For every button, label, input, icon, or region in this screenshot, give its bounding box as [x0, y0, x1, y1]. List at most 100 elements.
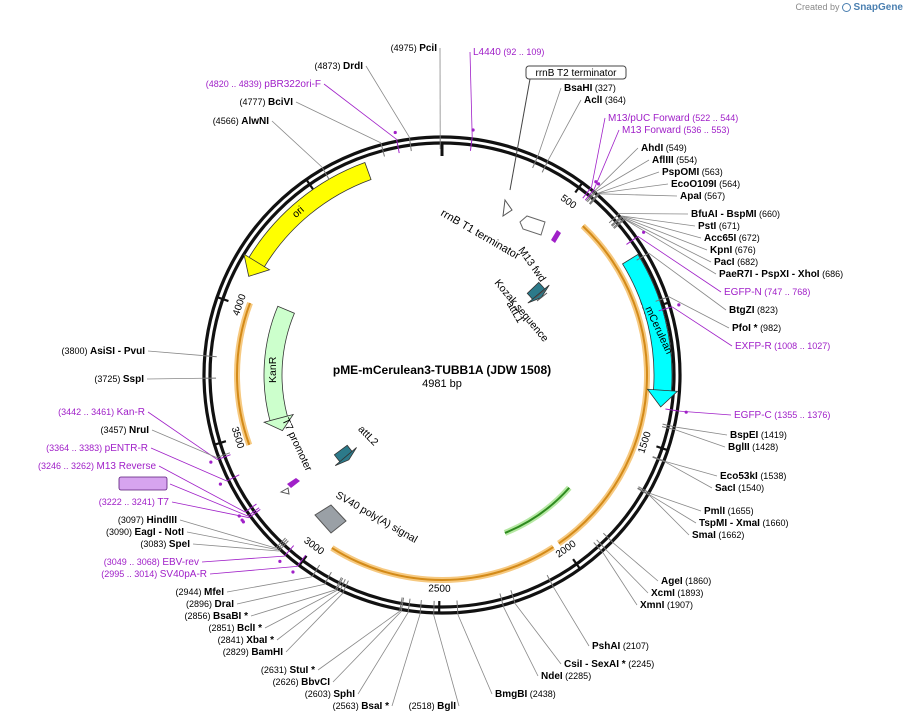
site-name: XcmI [651, 588, 675, 599]
site-label-m13f: M13 Forward (536 .. 553) [622, 125, 729, 136]
site-position: (672) [736, 233, 760, 243]
site-name: BbvCI [301, 677, 330, 688]
kanr-label: KanR [267, 356, 279, 383]
leader-line [202, 355, 217, 358]
site-label-bbvci: (2626) BbvCI [273, 677, 331, 688]
site-position: (2841) [218, 635, 247, 645]
m13-rev-box [118, 476, 168, 491]
site-position: (2851) [208, 623, 237, 633]
orange-arc [233, 302, 253, 446]
site-name: SacI [715, 483, 736, 494]
site-name: AflIII [652, 155, 674, 166]
leader-line [158, 465, 246, 513]
site-label-btgzi: BtgZI (823) [729, 305, 778, 316]
site-label-bcli: (2851) BclI * [208, 623, 262, 634]
leader-line [324, 571, 332, 585]
site-label-xbai: (2841) XbaI * [218, 635, 274, 646]
leader-line [650, 493, 702, 512]
leader-line [587, 190, 597, 203]
site-position: (3246 .. 3262) [38, 461, 97, 471]
m13-fwd-mark [551, 230, 561, 243]
site-name: KpnI [710, 245, 732, 256]
site-label-bsahi: BsaHI (327) [564, 83, 616, 94]
site-position: (536 .. 553) [681, 125, 730, 135]
site-name: AlwNI [241, 116, 269, 127]
site-label-pentr: (3364 .. 3383) pENTR-R [46, 443, 148, 454]
site-position: (2603) [305, 689, 334, 699]
site-position: (563) [699, 167, 723, 177]
leader-line [636, 252, 650, 261]
site-label-bsai: (2563) BsaI * [333, 701, 389, 712]
site-position: (2107) [620, 641, 649, 651]
leader-line [585, 189, 596, 202]
site-name: BglII [728, 442, 750, 453]
leader-line [217, 454, 231, 461]
site-label-bglii: BglII (1428) [728, 442, 778, 453]
site-name: EGFP-C [734, 410, 772, 421]
site-position: (1893) [675, 588, 704, 598]
leader-line [311, 564, 321, 578]
tick-label: 2500 [428, 583, 451, 594]
leader-line [150, 447, 227, 482]
leader-line [226, 474, 240, 482]
leader-line [276, 539, 288, 550]
site-position: (549) [663, 143, 687, 153]
leader-line [661, 426, 676, 431]
leader-line [147, 350, 203, 356]
leader-line [589, 193, 600, 205]
kozak-mark [534, 289, 548, 302]
leader-line [323, 83, 397, 140]
kanr-arrow [262, 305, 295, 432]
primer-site-mark [241, 520, 245, 524]
site-position: (3457) [100, 425, 129, 435]
site-position: (554) [674, 155, 698, 165]
site-label-tspmi: TspMI - XmaI (1660) [699, 518, 788, 529]
site-position: (823) [755, 305, 779, 315]
site-label-ndei: NdeI (2285) [541, 671, 591, 682]
leader-line [334, 577, 342, 591]
site-position: (4566) [213, 116, 242, 126]
leader-line [186, 531, 278, 550]
site-position: (327) [592, 83, 616, 93]
mcerulean-arrow [622, 253, 679, 408]
tick-mark [214, 440, 227, 446]
leader-line [655, 296, 670, 302]
site-label-hindiii: (3097) HindIII [118, 515, 177, 526]
m13-fwd-label: M13 fwd [516, 245, 549, 285]
site-position: (3442 .. 3461) [58, 407, 117, 417]
site-name: Acc65I [704, 233, 736, 244]
leader-line [321, 166, 330, 180]
site-label-ebvrev: (3049 .. 3068) EBV-rev [104, 557, 199, 568]
leader-line [433, 614, 460, 707]
site-name: Kan-R [117, 407, 145, 418]
orange-arc-core [235, 302, 251, 446]
leader-line [658, 306, 673, 312]
orange-arc-core [558, 225, 648, 545]
site-position: (564) [717, 179, 741, 189]
primer-site-mark [393, 130, 397, 135]
t7-promoter-mark [279, 478, 300, 495]
site-name: SphI [333, 689, 355, 700]
site-name: AsiSI - PvuI [90, 346, 145, 357]
site-position: (3097) [118, 515, 147, 525]
site-label-bcivi: (4777) BciVI [239, 97, 293, 108]
site-name: PspOMI [662, 167, 699, 178]
leader-line [593, 542, 604, 554]
site-position: (4820 .. 4839) [206, 79, 265, 89]
leader-line [226, 576, 313, 593]
leader-line [457, 614, 493, 695]
leader-line [391, 613, 421, 707]
site-name: BciVI [268, 97, 293, 108]
leader-line [624, 219, 717, 275]
site-name: DraI [215, 599, 235, 610]
primer-site-mark [218, 482, 223, 486]
tick-mark [305, 178, 315, 190]
leader-line [626, 235, 639, 245]
leader-line [593, 129, 620, 190]
leader-line [638, 486, 651, 495]
leader-line [619, 213, 689, 215]
rrnb-t1-terminator-label: rrnB T1 terminator [439, 207, 522, 262]
site-label-saci: SacI (1540) [715, 483, 764, 494]
site-name: PaeR7I - PspXI - XhoI [719, 269, 820, 280]
site-name: BamHI [251, 647, 283, 658]
